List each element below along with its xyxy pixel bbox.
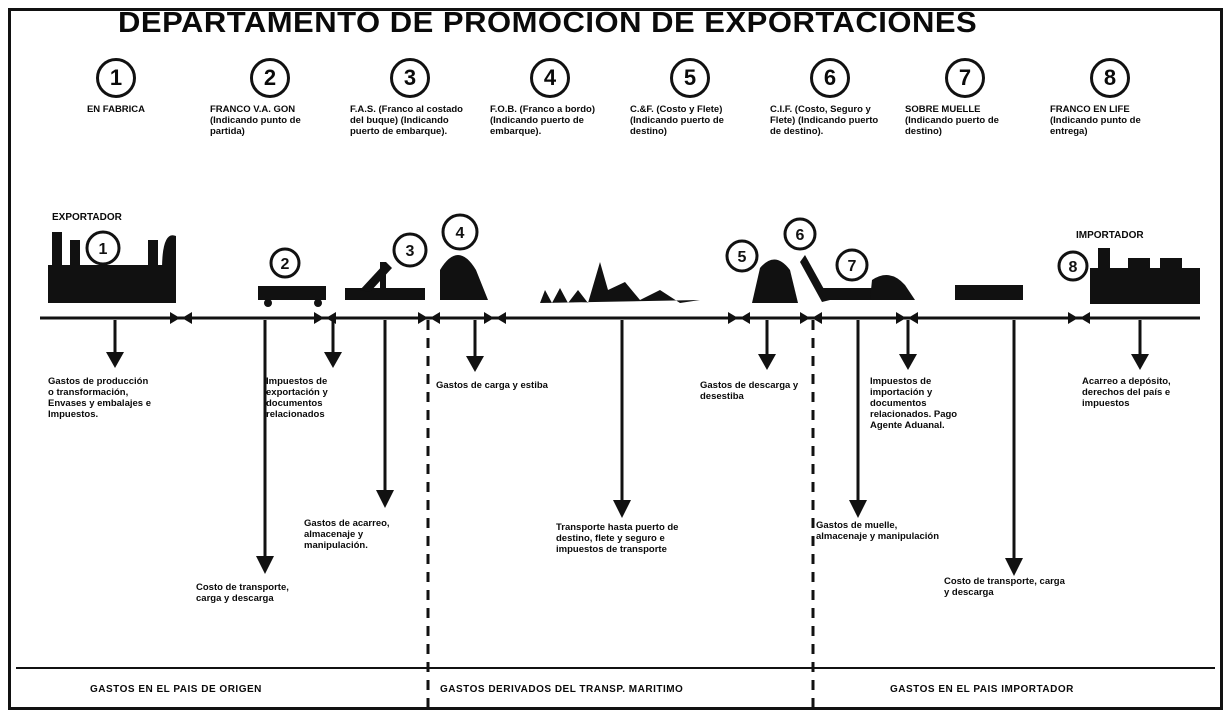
destination-port-icon	[725, 217, 915, 303]
term-label: C.&F. (Costo y Flete) (Indicando puerto …	[630, 104, 724, 137]
term-number: 6	[810, 58, 850, 98]
factory-icon	[1057, 248, 1200, 304]
section-maritime: GASTOS DERIVADOS DEL TRANSP. MARITIMO	[440, 684, 684, 695]
stage-number: 7	[848, 258, 857, 275]
term-8: 8 FRANCO EN LIFE (Indicando punto de ent…	[1050, 58, 1170, 137]
factory-icon	[48, 230, 176, 303]
term-2: 2 FRANCO V.A. GON (Indicando punto de pa…	[210, 58, 330, 137]
truck-icon	[955, 285, 1023, 300]
term-number: 5	[670, 58, 710, 98]
port-crane-icon	[345, 232, 428, 300]
term-label: EN FABRICA	[86, 104, 146, 115]
term-1: 1 EN FABRICA	[56, 58, 176, 115]
exporter-label: EXPORTADOR	[52, 212, 122, 223]
section-origin: GASTOS EN EL PAIS DE ORIGEN	[90, 684, 262, 695]
cost-label: Gastos de carga y estiba	[436, 380, 548, 391]
importer-label: IMPORTADOR	[1076, 230, 1144, 241]
diagram-frame	[8, 8, 1223, 710]
term-label: FRANCO EN LIFE (Indicando punto de entre…	[1050, 104, 1141, 137]
term-number: 8	[1090, 58, 1130, 98]
page-title: DEPARTAMENTO DE PROMOCION DE EXPORTACION…	[118, 6, 978, 39]
ship-icon	[440, 213, 488, 300]
cost-label: Gastos de muelle, almacenaje y manipulac…	[816, 520, 940, 542]
cost-label: Costo de transporte, carga y descarga	[196, 582, 289, 604]
cost-label: Impuestos de exportación y documentos re…	[266, 376, 328, 420]
cost-label: Costo de transporte, carga y descarga	[944, 576, 1065, 598]
cost-label: Gastos de producción o transformación, E…	[48, 376, 151, 420]
term-7: 7 SOBRE MUELLE (Indicando puerto de dest…	[905, 58, 1025, 137]
cost-label: Transporte hasta puerto de destino, flet…	[556, 522, 679, 555]
term-label: F.A.S. (Franco al costado del buque) (In…	[350, 104, 463, 137]
stage-number: 2	[281, 256, 290, 273]
sea-icon	[540, 262, 700, 303]
cost-label: Impuestos de importación y documentos re…	[870, 376, 958, 431]
term-number: 2	[250, 58, 290, 98]
term-number: 3	[390, 58, 430, 98]
cost-label: Gastos de descarga y desestiba	[700, 380, 799, 402]
stage-number: 1	[99, 241, 108, 258]
term-5: 5 C.&F. (Costo y Flete) (Indicando puert…	[630, 58, 750, 137]
truck-icon	[258, 247, 326, 307]
term-6: 6 C.I.F. (Costo, Seguro y Flete) (Indica…	[770, 58, 890, 137]
term-4: 4 F.O.B. (Franco a bordo) (Indicando pue…	[490, 58, 610, 137]
stage-number: 5	[738, 249, 747, 266]
stage-number: 8	[1069, 259, 1078, 276]
cost-label: Acarreo a depósito, derechos del país e …	[1082, 376, 1171, 409]
term-label: SOBRE MUELLE (Indicando puerto de destin…	[905, 104, 999, 137]
term-3: 3 F.A.S. (Franco al costado del buque) (…	[350, 58, 470, 137]
term-label: FRANCO V.A. GON (Indicando punto de part…	[210, 104, 301, 137]
cost-label: Gastos de acarreo, almacenaje y manipula…	[304, 518, 390, 551]
term-label: F.O.B. (Franco a bordo) (Indicando puert…	[490, 104, 596, 137]
stage-number: 6	[796, 227, 805, 244]
term-number: 1	[96, 58, 136, 98]
stage-number: 3	[406, 243, 415, 260]
stage-number: 4	[456, 225, 465, 242]
term-number: 7	[945, 58, 985, 98]
section-importer: GASTOS EN EL PAIS IMPORTADOR	[890, 684, 1074, 695]
term-label: C.I.F. (Costo, Seguro y Flete) (Indicand…	[770, 104, 879, 137]
term-number: 4	[530, 58, 570, 98]
